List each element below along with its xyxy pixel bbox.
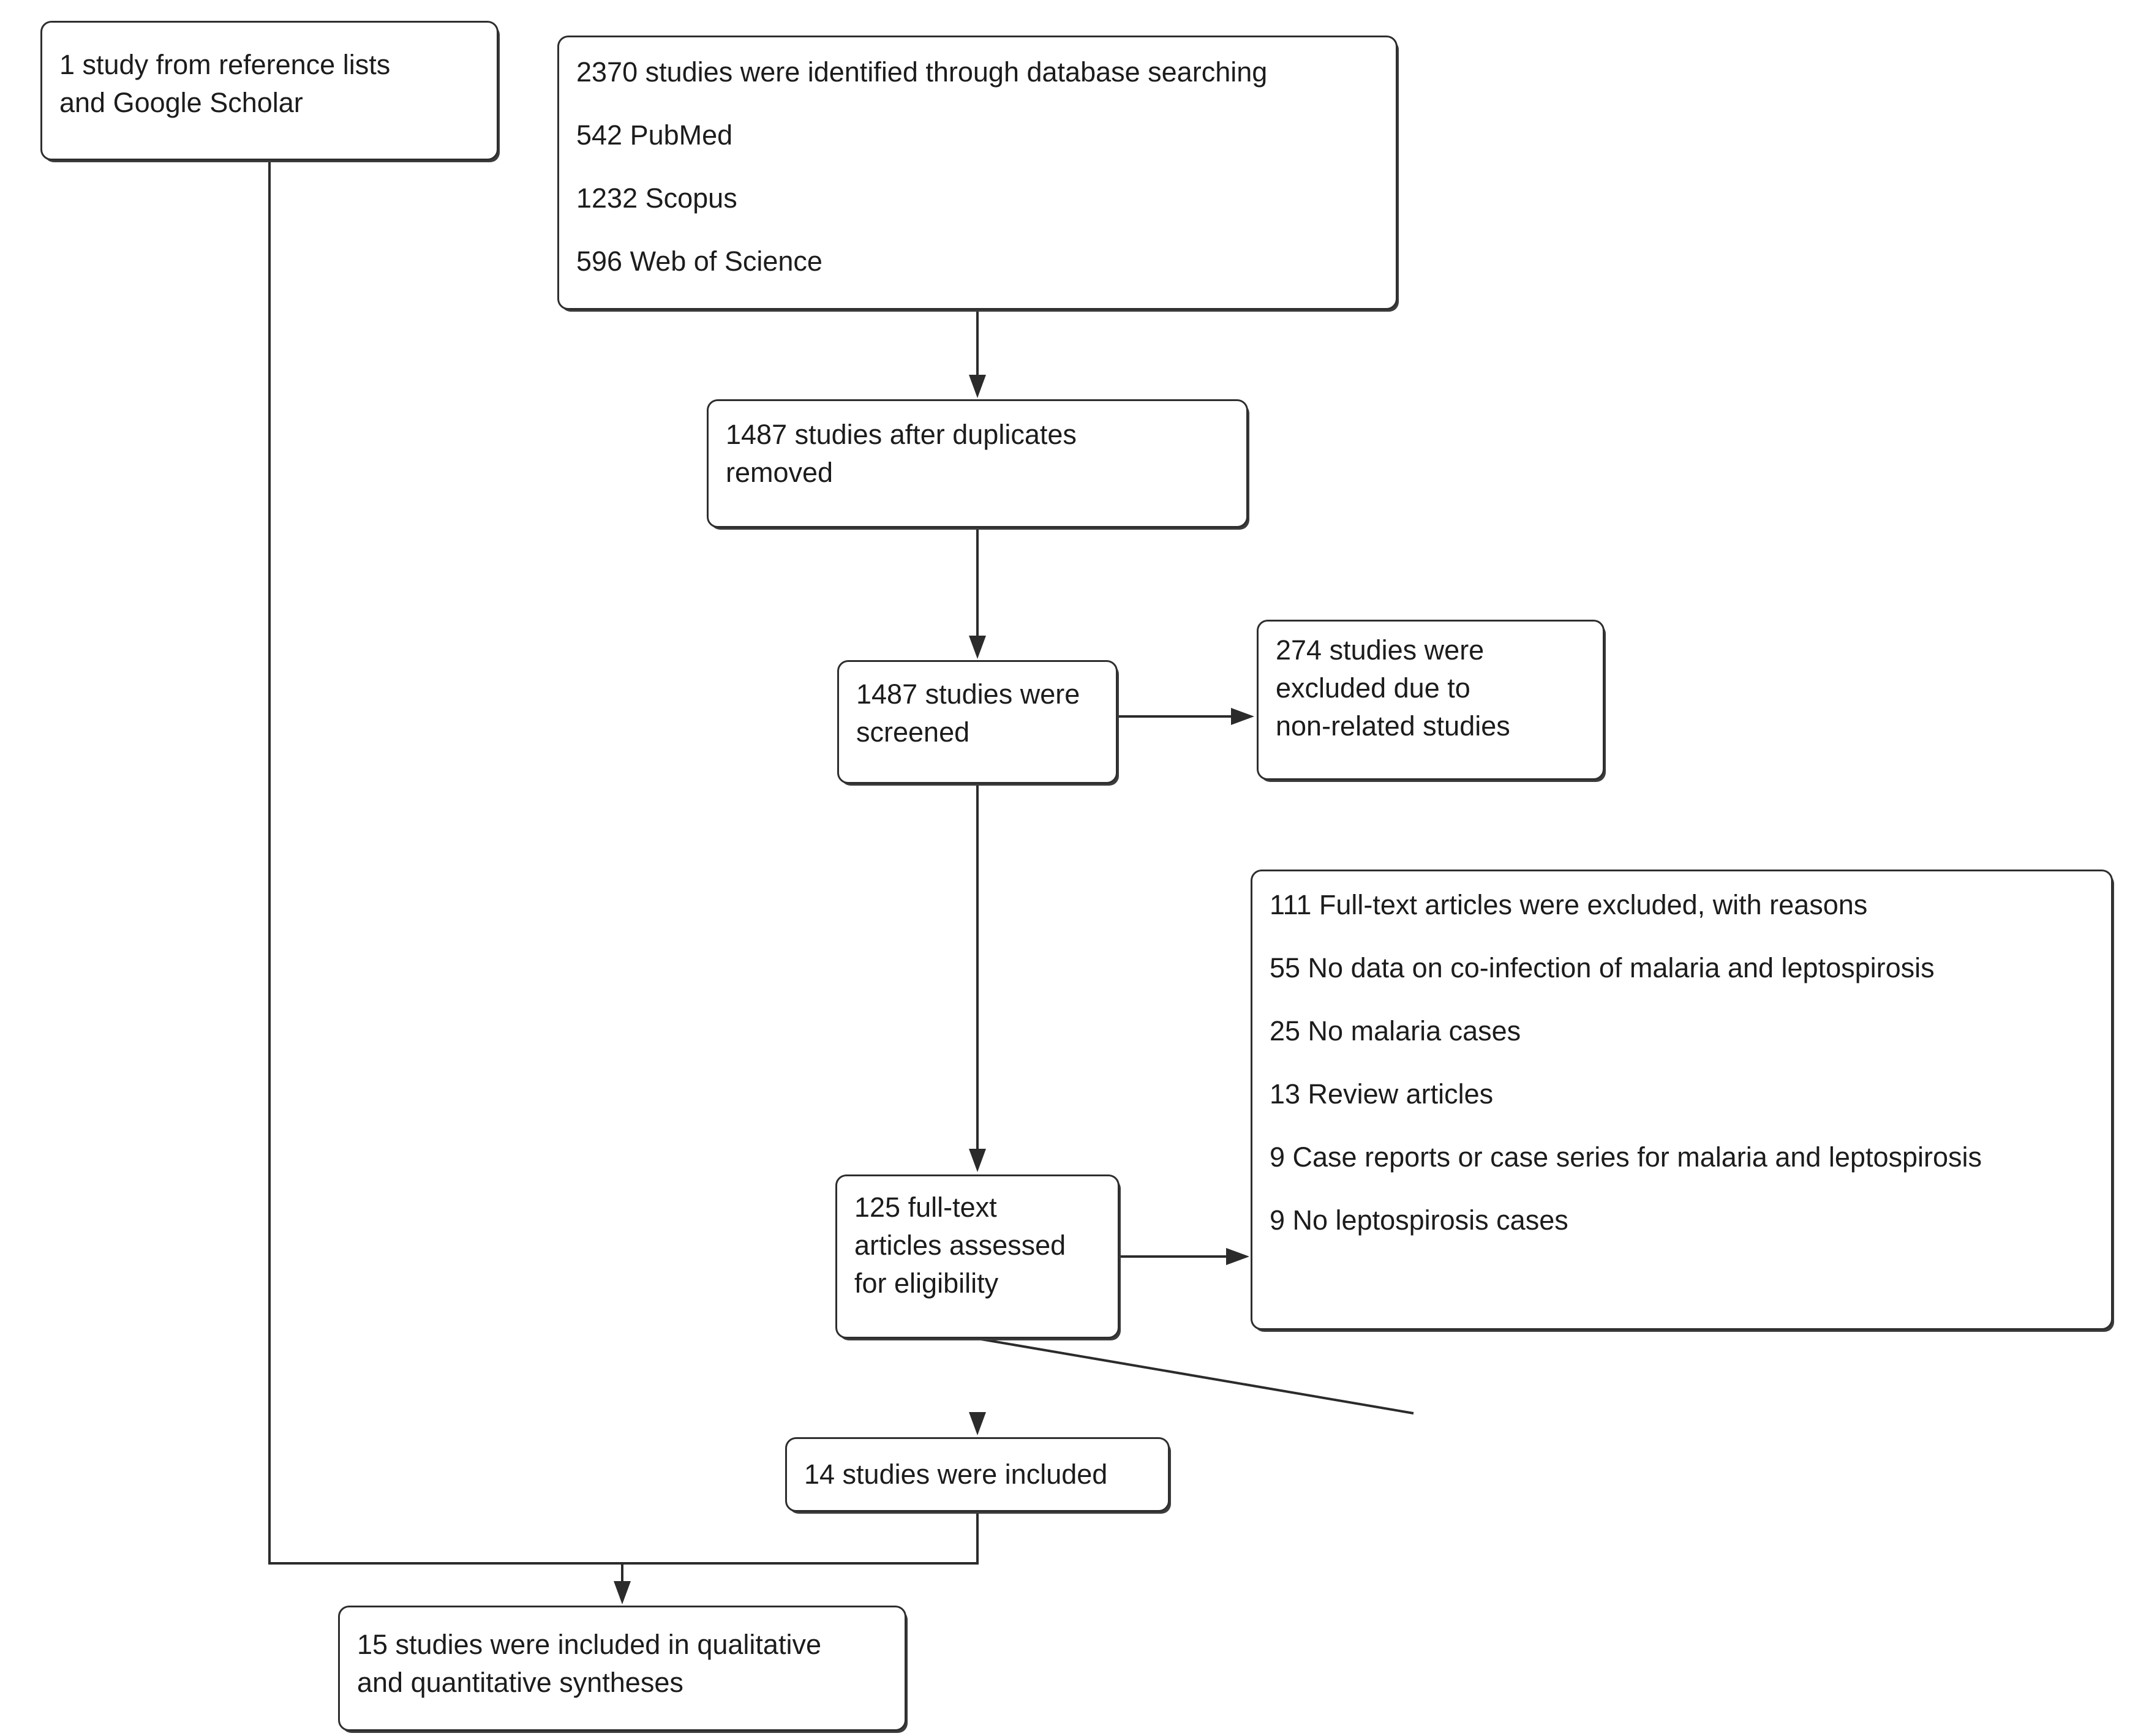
box-synthesis: 15 studies were included in qualitative …	[338, 1606, 906, 1731]
box-database-identification-title: 2370 studies were identified through dat…	[576, 56, 1268, 88]
arrowhead-screened	[969, 636, 986, 659]
arrowhead-fulltext-excluded	[1226, 1248, 1249, 1265]
box-excluded-screening-line2: excluded due to	[1276, 672, 1470, 704]
arrowhead-synthesis	[614, 1581, 631, 1604]
box-reference-lists-line2: and Google Scholar	[59, 87, 303, 118]
box-duplicates-removed: 1487 studies after duplicates removed	[707, 399, 1248, 528]
exclusion-reason-no-coinfection-data: 55 No data on co-infection of malaria an…	[1270, 952, 1935, 983]
box-studies-screened-line1: 1487 studies were	[856, 678, 1080, 710]
box-synthesis-line1: 15 studies were included in qualitative	[357, 1629, 821, 1660]
box-database-identification: 2370 studies were identified through dat…	[557, 36, 1398, 310]
exclusion-reason-review-articles: 13 Review articles	[1270, 1078, 1494, 1110]
box-synthesis-line2: and quantitative syntheses	[357, 1667, 683, 1698]
box-reference-lists: 1 study from reference lists and Google …	[40, 21, 499, 160]
arrowhead-included	[969, 1412, 986, 1435]
box-excluded-screening-line1: 274 studies were	[1276, 634, 1485, 666]
box-studies-included-text: 14 studies were included	[804, 1459, 1108, 1490]
connector-assessed-to-included	[977, 1337, 1414, 1415]
box-fulltext-assessed-line3: for eligibility	[854, 1268, 999, 1299]
arrowhead-duplicates	[969, 375, 986, 398]
exclusion-reason-no-leptospirosis-cases: 9 No leptospirosis cases	[1270, 1204, 1568, 1236]
identification-source-pubmed: 542 PubMed	[576, 119, 733, 151]
connector-merge-line	[268, 160, 979, 1565]
box-excluded-screening: 274 studies were excluded due to non-rel…	[1257, 620, 1605, 780]
exclusion-reason-case-reports: 9 Case reports or case series for malari…	[1270, 1141, 1982, 1173]
exclusion-reason-no-malaria-cases: 25 No malaria cases	[1270, 1015, 1521, 1046]
box-excluded-screening-line3: non-related studies	[1276, 710, 1510, 742]
box-fulltext-assessed-line2: articles assessed	[854, 1230, 1066, 1261]
box-studies-screened: 1487 studies were screened	[837, 660, 1118, 784]
box-studies-included: 14 studies were included	[785, 1437, 1170, 1512]
box-studies-screened-line2: screened	[856, 716, 970, 748]
identification-source-scopus: 1232 Scopus	[576, 182, 737, 214]
box-duplicates-removed-line2: removed	[726, 457, 834, 488]
arrowhead-assessed	[969, 1149, 986, 1172]
arrowhead-excluded-screening	[1231, 708, 1254, 725]
box-fulltext-excluded: 111 Full-text articles were excluded, wi…	[1251, 870, 2113, 1330]
box-fulltext-assessed-line1: 125 full-text	[854, 1192, 997, 1223]
box-fulltext-assessed: 125 full-text articles assessed for elig…	[835, 1174, 1120, 1339]
box-fulltext-excluded-title: 111 Full-text articles were excluded, wi…	[1270, 889, 1868, 920]
box-duplicates-removed-line1: 1487 studies after duplicates	[726, 419, 1077, 450]
box-reference-lists-line1: 1 study from reference lists	[59, 49, 391, 80]
identification-source-web-of-science: 596 Web of Science	[576, 246, 822, 277]
